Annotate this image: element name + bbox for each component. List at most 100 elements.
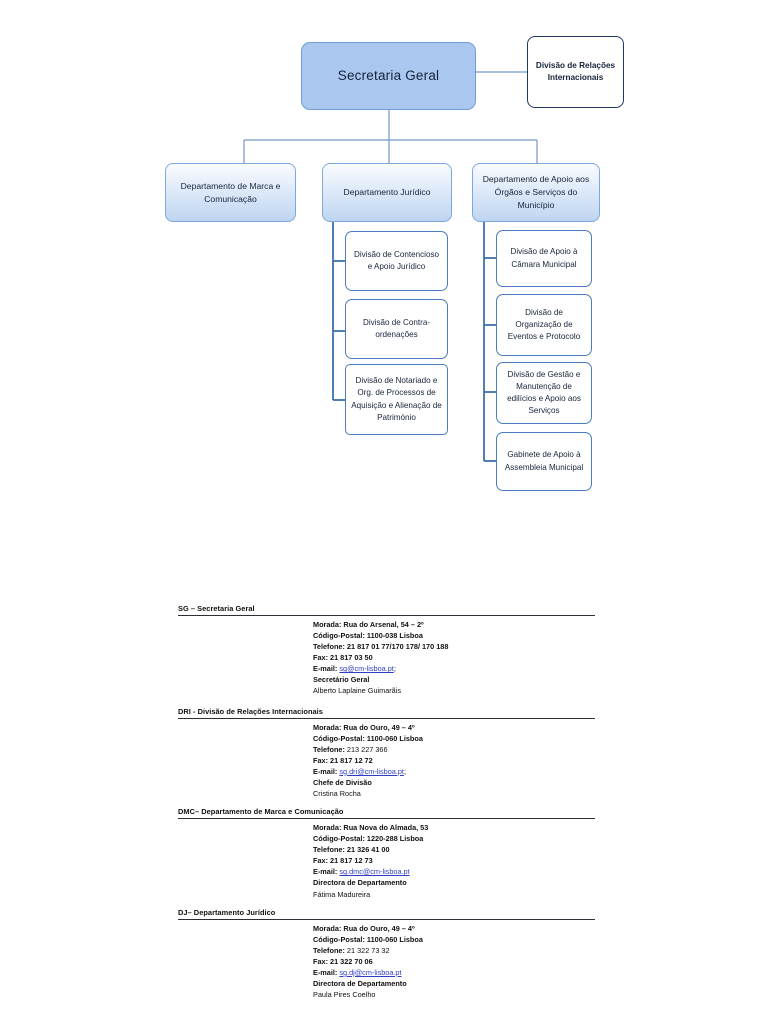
node-label: Departamento de Apoio aos Órgãos e Servi… — [482, 174, 590, 210]
entry-divider — [178, 615, 595, 616]
email-link[interactable]: sg.dmc@cm-lisboa.pt — [339, 867, 410, 877]
address-value: Rua do Arsenal, 54 – 2º — [341, 620, 424, 629]
node-label: Divisão de Contra-ordenações — [362, 317, 431, 339]
fax-value: 21 817 12 72 — [328, 755, 373, 765]
address-label: Morada: — [313, 823, 342, 833]
person-value: Paula Pires Coelho — [313, 990, 376, 1000]
phone-label: Telefone: — [313, 642, 345, 652]
phone-value: 21 326 41 00 — [344, 845, 390, 855]
email-link[interactable]: sg.dri@cm-lisboa.pt — [339, 766, 404, 776]
entry-details: Morada: Rua do Arsenal, 54 – 2º Código-P… — [0, 616, 768, 697]
node-divisao-relacoes-internacionais[interactable]: Divisão de Relações Internacionais — [527, 36, 624, 108]
directory-entry: SG – Secretaria Geral Morada: Rua do Ars… — [0, 604, 768, 697]
entry-email: E-mail: sg@cm-lisboa.pt; — [313, 663, 768, 674]
address-value: Rua do Ouro, 49 – 4º — [341, 923, 415, 933]
node-divisao-gestao-manutencao-edilicios[interactable]: Divisão de Gestão e Manutenção de edilíc… — [496, 362, 592, 424]
entry-role: Directora de Departamento — [313, 978, 768, 989]
entry-heading: DMC– Departamento de Marca e Comunicação — [178, 807, 344, 817]
node-label: Divisão de Relações Internacionais — [535, 61, 616, 82]
node-label: Divisão de Organização de Eventos e Prot… — [507, 307, 581, 342]
role-value: Chefe de Divisão — [313, 777, 372, 787]
entry-address: Morada: Rua do Ouro, 49 – 4º — [313, 722, 768, 733]
email-link[interactable]: sg.dj@cm-lisboa.pt — [339, 967, 402, 977]
entry-person: Alberto Laplaine Guimarãis — [313, 685, 768, 696]
phone-value: 21 817 01 77/170 178/ 170 188 — [344, 642, 449, 652]
postal-label: Código-Postal: — [313, 934, 365, 944]
entry-address: Morada: Rua Nova do Almada, 53 — [313, 822, 768, 833]
entry-person: Cristina Rocha — [313, 788, 768, 799]
entry-email: E-mail: sg.dj@cm-lisboa.pt — [313, 967, 768, 978]
entry-phone: Telefone: 21 326 41 00 — [313, 844, 768, 855]
entry-role: Chefe de Divisão — [313, 777, 768, 788]
email-label: E-mail: — [313, 664, 338, 674]
node-divisao-apoio-camara-municipal[interactable]: Divisão de Apoio à Câmara Municipal — [496, 230, 592, 287]
node-secretaria-geral[interactable]: Secretaria Geral — [301, 42, 476, 110]
entry-fax: Fax: 21 322 70 06 — [313, 956, 768, 967]
node-divisao-notariado-processos[interactable]: Divisão de Notariado e Org. de Processos… — [345, 364, 448, 435]
phone-label: Telefone: — [313, 845, 345, 855]
fax-label: Fax: — [313, 856, 329, 866]
phone-label: Telefone: — [313, 744, 345, 754]
entry-email: E-mail: sg.dmc@cm-lisboa.pt — [313, 866, 768, 877]
fax-label: Fax: — [313, 956, 329, 966]
node-divisao-organizacao-eventos-protocolo[interactable]: Divisão de Organização de Eventos e Prot… — [496, 294, 592, 356]
entry-heading: DRI - Divisão de Relações Internacionais — [178, 706, 323, 716]
email-link[interactable]: sg@cm-lisboa.pt — [339, 664, 394, 674]
person-value: Fátima Madureira — [313, 889, 371, 899]
email-suffix: ; — [403, 766, 406, 776]
entry-details: Morada: Rua Nova do Almada, 53 Código-Po… — [0, 819, 768, 900]
email-label: E-mail: — [313, 967, 338, 977]
node-departamento-juridico[interactable]: Departamento Jurídico — [322, 163, 452, 222]
node-divisao-contencioso-apoio-juridico[interactable]: Divisão de Contencioso e Apoio Jurídico — [345, 231, 448, 291]
node-departamento-marca-comunicacao[interactable]: Departamento de Marca e Comunicação — [165, 163, 296, 222]
entry-fax: Fax: 21 817 03 50 — [313, 652, 768, 663]
role-value: Secretário Geral — [313, 675, 370, 685]
fax-value: 21 817 12 73 — [328, 856, 373, 866]
fax-value: 21 817 03 50 — [328, 653, 373, 663]
fax-label: Fax: — [313, 653, 329, 663]
email-label: E-mail: — [313, 867, 338, 877]
org-chart-connectors — [243, 71, 538, 462]
node-label: Divisão de Notariado e Org. de Processos… — [351, 376, 442, 422]
fax-value: 21 322 70 06 — [328, 956, 373, 966]
address-label: Morada: — [313, 722, 342, 732]
entry-postal: Código-Postal: 1100-060 Lisboa — [313, 934, 768, 945]
entry-details: Morada: Rua do Ouro, 49 – 4º Código-Post… — [0, 719, 768, 800]
node-label: Divisão de Apoio à Câmara Municipal — [510, 247, 578, 269]
email-suffix: ; — [393, 664, 396, 674]
entry-divider — [178, 918, 595, 920]
postal-label: Código-Postal: — [313, 631, 365, 641]
entry-divider — [178, 717, 595, 719]
node-label: Secretaria Geral — [337, 67, 440, 83]
person-value: Alberto Laplaine Guimarãis — [313, 686, 402, 696]
postal-label: Código-Postal: — [313, 834, 365, 844]
entry-person: Paula Pires Coelho — [313, 989, 768, 1000]
entry-role: Directora de Departamento — [313, 877, 768, 888]
node-label: Departamento de Marca e Comunicação — [180, 180, 281, 204]
node-departamento-apoio-orgaos-servicos[interactable]: Departamento de Apoio aos Órgãos e Servi… — [472, 163, 600, 222]
entry-postal: Código-Postal: 1220-288 Lisboa — [313, 833, 768, 844]
entry-address: Morada: Rua do Arsenal, 54 – 2º — [313, 619, 768, 630]
phone-value: 21 322 73 32 — [344, 945, 390, 955]
postal-value: 1220-288 Lisboa — [364, 834, 424, 844]
person-value: Cristina Rocha — [313, 789, 361, 799]
node-divisao-contra-ordenacoes[interactable]: Divisão de Contra-ordenações — [345, 299, 448, 359]
entry-phone: Telefone: 213 227 366 — [313, 744, 768, 755]
email-label: E-mail: — [313, 766, 338, 776]
postal-value: 1100-038 Lisboa — [364, 631, 423, 641]
postal-value: 1100-060 Lisboa — [364, 934, 423, 944]
phone-label: Telefone: — [313, 945, 345, 955]
directory-entry: DRI - Divisão de Relações Internacionais… — [0, 707, 768, 800]
entry-details: Morada: Rua do Ouro, 49 – 4º Código-Post… — [0, 920, 768, 1001]
address-value: Rua Nova do Almada, 53 — [341, 823, 429, 833]
phone-value: 213 227 366 — [344, 744, 388, 754]
directory-listing: SG – Secretaria Geral Morada: Rua do Ars… — [0, 604, 768, 1002]
role-value: Directora de Departamento — [313, 979, 407, 989]
entry-heading: DJ– Departamento Jurídico — [178, 907, 276, 917]
node-gabinete-apoio-assembleia-municipal[interactable]: Gabinete de Apoio à Assembleia Municipal — [496, 432, 592, 491]
directory-entry: DJ– Departamento Jurídico Morada: Rua do… — [0, 908, 768, 1001]
role-value: Directora de Departamento — [313, 878, 407, 888]
postal-label: Código-Postal: — [313, 733, 365, 743]
entry-postal: Código-Postal: 1100-060 Lisboa — [313, 733, 768, 744]
entry-phone: Telefone: 21 817 01 77/170 178/ 170 188 — [313, 641, 768, 652]
